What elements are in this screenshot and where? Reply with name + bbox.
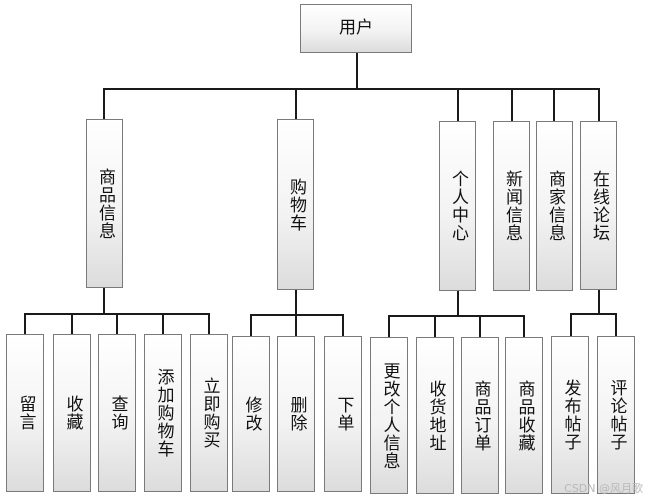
leaf-label: 删除 bbox=[286, 396, 307, 432]
leaf-node: 收货地址 bbox=[416, 337, 454, 494]
module-label: 商家信息 bbox=[545, 170, 565, 242]
leaf-label: 商品订单 bbox=[470, 379, 491, 452]
connector bbox=[162, 313, 164, 334]
leaf-label: 商品收藏 bbox=[514, 379, 535, 452]
leaf-node: 立即购买 bbox=[190, 334, 228, 492]
watermark: CSDN @风月歌 bbox=[564, 482, 643, 495]
leaf-label: 收藏 bbox=[62, 395, 83, 431]
connector bbox=[103, 88, 600, 90]
leaf-label: 发布帖子 bbox=[560, 379, 581, 451]
connector bbox=[598, 290, 600, 314]
connector bbox=[388, 315, 525, 317]
connector bbox=[208, 313, 210, 334]
module-label: 购物车 bbox=[286, 177, 306, 232]
leaf-node: 收藏 bbox=[53, 334, 91, 492]
connector bbox=[479, 315, 481, 337]
leaf-node: 评论帖子 bbox=[597, 336, 635, 494]
leaf-node: 下单 bbox=[324, 336, 362, 492]
module-node: 新闻信息 bbox=[493, 121, 530, 291]
leaf-label: 留言 bbox=[15, 395, 36, 431]
connector bbox=[24, 313, 26, 334]
connector bbox=[570, 313, 617, 315]
module-node: 商品信息 bbox=[86, 119, 123, 288]
module-label: 新闻信息 bbox=[502, 170, 522, 242]
connector bbox=[295, 314, 297, 336]
connector bbox=[570, 313, 572, 336]
module-label: 个人中心 bbox=[448, 170, 468, 242]
connector bbox=[457, 88, 459, 121]
leaf-label: 查询 bbox=[107, 395, 128, 431]
leaf-label: 更改个人信息 bbox=[379, 361, 400, 470]
leaf-node: 商品收藏 bbox=[505, 337, 543, 494]
leaf-node: 添加购物车 bbox=[144, 334, 182, 492]
connector bbox=[250, 314, 344, 316]
leaf-node: 更改个人信息 bbox=[370, 337, 408, 494]
connector bbox=[103, 288, 105, 314]
connector bbox=[295, 88, 297, 119]
module-node: 购物车 bbox=[277, 119, 314, 290]
leaf-node: 删除 bbox=[277, 336, 315, 492]
module-node: 个人中心 bbox=[439, 121, 476, 291]
root-node: 用户 bbox=[300, 4, 412, 53]
connector bbox=[511, 88, 513, 121]
module-node: 在线论坛 bbox=[580, 121, 617, 290]
leaf-node: 修改 bbox=[232, 336, 270, 492]
module-label: 商品信息 bbox=[95, 167, 115, 240]
connector bbox=[295, 290, 297, 315]
connector bbox=[71, 313, 73, 334]
leaf-node: 发布帖子 bbox=[551, 336, 589, 494]
leaf-label: 收货地址 bbox=[425, 379, 446, 452]
leaf-node: 留言 bbox=[6, 334, 44, 492]
leaf-label: 立即购买 bbox=[199, 377, 220, 449]
connector bbox=[250, 314, 252, 336]
module-node: 商家信息 bbox=[536, 121, 573, 291]
connector bbox=[388, 315, 390, 337]
leaf-node: 查询 bbox=[98, 334, 136, 492]
leaf-label: 修改 bbox=[241, 396, 262, 432]
module-label: 在线论坛 bbox=[589, 169, 609, 242]
root-label: 用户 bbox=[339, 18, 373, 38]
connector bbox=[553, 88, 555, 121]
connector bbox=[434, 315, 436, 337]
leaf-node: 商品订单 bbox=[461, 337, 499, 494]
connector bbox=[356, 52, 358, 89]
leaf-label: 评论帖子 bbox=[606, 379, 627, 451]
connector bbox=[615, 313, 617, 336]
connector bbox=[116, 313, 118, 334]
connector bbox=[598, 88, 600, 121]
connector bbox=[523, 315, 525, 337]
leaf-label: 下单 bbox=[333, 396, 354, 432]
leaf-label: 添加购物车 bbox=[153, 368, 174, 458]
connector bbox=[103, 88, 105, 119]
connector bbox=[457, 291, 459, 316]
connector bbox=[342, 314, 344, 336]
